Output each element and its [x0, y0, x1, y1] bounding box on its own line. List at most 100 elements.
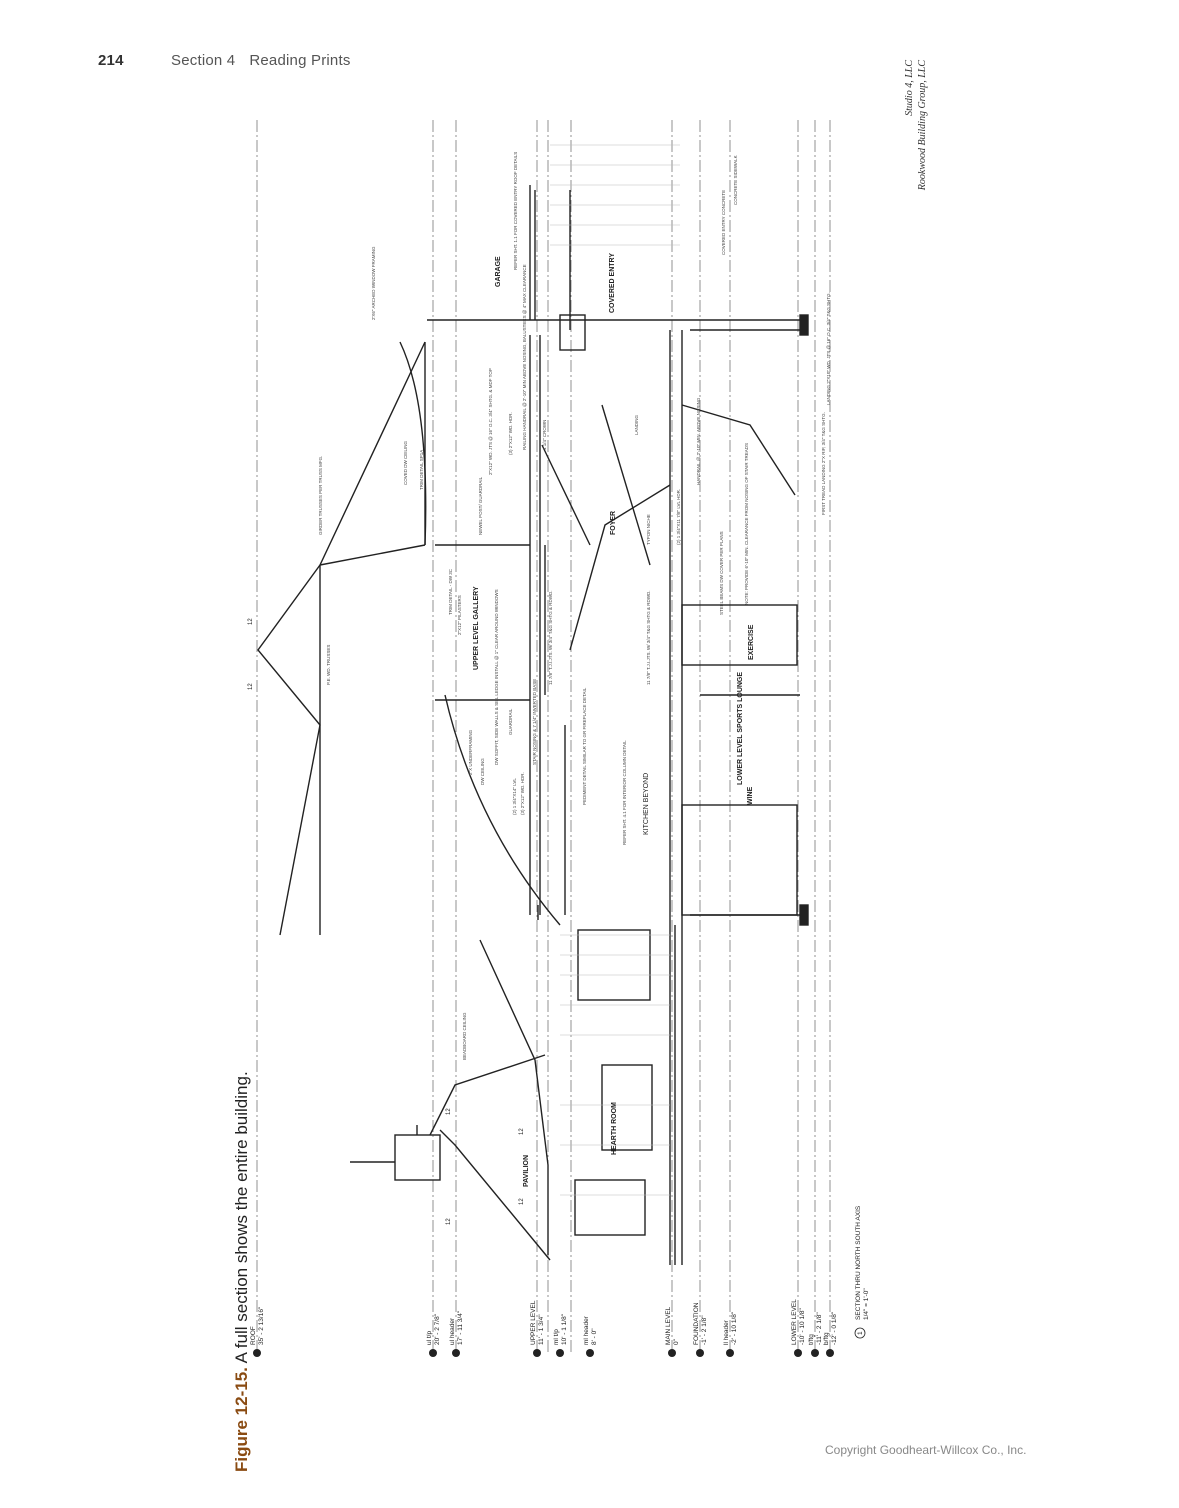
- note: HANDRAIL @ 2'-10" MIN. ABOVE NOSING: [696, 397, 701, 485]
- note: (3) 2"X12" WD. HDR.: [520, 772, 525, 815]
- level-ml-header: ml header 8' - 0": [583, 1315, 598, 1357]
- copyright-notice: Copyright Goodheart-Willcox Co., Inc.: [825, 1443, 1027, 1457]
- level-elevation: 0": [673, 1338, 680, 1345]
- note: STEEL BEAMS DW COVER PER PLANS: [719, 531, 724, 615]
- note: STAIR NOSING & 7 1/4" INVERTED BASE: [532, 679, 537, 765]
- level-name: ul t/p: [426, 1331, 433, 1345]
- level-foundation: FOUNDATION -1' - 2 1/8": [693, 1302, 708, 1357]
- level-name: FOUNDATION: [693, 1302, 700, 1345]
- caption-text: A full section shows the entire building…: [232, 1071, 251, 1368]
- room-foyer: FOYER: [610, 511, 617, 535]
- note: LANDING 2"X10" WD. JTS @ 16" O.C. 3/4" T…: [826, 292, 831, 405]
- level-name: ROOF: [250, 1326, 257, 1345]
- note: COVED DW CEILING: [403, 440, 408, 485]
- room-wine: WINE: [747, 786, 754, 805]
- level-elevation: -2' - 10 1/8": [731, 1311, 738, 1345]
- room-kitchen-beyond: KITCHEN BEYOND: [643, 773, 650, 835]
- note: 4 1/4" CROWN: [542, 420, 547, 450]
- callout-number: 1: [857, 1331, 864, 1335]
- level-name: ul header: [449, 1317, 456, 1345]
- level-elevation: -11' - 2 1/8": [816, 1312, 823, 1345]
- room-pavilion: PAVILION: [523, 1155, 530, 1187]
- level-b-ftg: b/ftg -12' - 0 1/8": [823, 1311, 838, 1357]
- level-lower-level: LOWER LEVEL -10' - 10 1/8": [791, 1299, 806, 1357]
- page-number: 214: [98, 52, 124, 69]
- level-elevation: -10' - 10 1/8": [799, 1308, 806, 1345]
- level-name: ml header: [583, 1315, 590, 1345]
- level-name: ml t/p: [553, 1329, 560, 1345]
- note: NOTE: PROVIDE 6'-10" MIN. CLEARANCE FROM…: [744, 443, 749, 605]
- note: GUARDRAIL: [508, 708, 513, 735]
- note: 2"X12" PILASTERS: [457, 595, 462, 635]
- note: (2) 1 3/4"X14" LVL: [512, 778, 517, 815]
- level-name: ll header: [723, 1319, 730, 1345]
- level-name: b/ftg: [823, 1332, 830, 1345]
- room-exercise: EXERCISE: [748, 624, 755, 660]
- note: TRIM DETAIL - DW 3C: [448, 568, 453, 615]
- note: 2"X UNDERFRAMING: [468, 729, 473, 775]
- level-t-ftg: t/ftg -11' - 2 1/8": [808, 1312, 823, 1357]
- note: NEWEL POST/ GUARDRAIL: [478, 476, 483, 535]
- note: TYPON NICHE: [646, 514, 651, 545]
- note: DW SOFFIT, SIDE WALLS & SILL LEDGE INSTA…: [494, 589, 499, 765]
- note: DW CEILING: [480, 758, 485, 785]
- level-name: UPPER LEVEL: [530, 1300, 537, 1345]
- level-elevation: 20' - 2 7/8": [434, 1313, 441, 1345]
- note: REFER SHT. 4.1 FOR INTERIOR COLUMN DETAI…: [622, 740, 627, 845]
- note: CONCRETE SIDEWALK: [733, 155, 738, 205]
- level-elevation: 35' - 2 13/16": [258, 1306, 265, 1345]
- level-elevation: 17' - 11 3/4": [457, 1310, 464, 1345]
- note: BEADBOARD CEILING: [462, 1012, 467, 1060]
- credit-line-2: Rookwood Building Group, LLC: [917, 60, 928, 191]
- room-lower-level-sports-lounge: LOWER LEVEL SPORTS LOUNGE: [737, 672, 744, 785]
- note: COVERED ENTRY CONCRETE: [721, 190, 726, 255]
- pitch-label: 12: [248, 683, 254, 690]
- image-credit: Studio 4, LLC Rookwood Building Group, L…: [903, 60, 929, 260]
- level-ml-tp: ml t/p 10' - 1 1/8": [553, 1313, 568, 1357]
- level-ll-header: ll header -2' - 10 1/8": [723, 1311, 738, 1357]
- pitch-label: 12: [519, 1198, 525, 1205]
- room-upper-level-gallery: UPPER LEVEL GALLERY: [473, 586, 480, 670]
- note: 11 7/8" T.J.I.JTS. W/ 3/4" T&G SHTG & RD…: [548, 591, 553, 685]
- level-elevation: 8' - 0": [591, 1328, 598, 1345]
- note: (2) 1 3/4"X11 7/8" LVL HDR.: [676, 489, 681, 545]
- level-roof: ROOF 35' - 2 13/16": [250, 1306, 265, 1357]
- note: FIRST TREAD LANDING 2"X RIP, 3/4" T&G SH…: [821, 412, 826, 515]
- room-garage: GARAGE: [495, 256, 502, 287]
- note: 2"X12" WD. JTS @ 16" O.C. 3/4" SHTG. & M…: [488, 368, 493, 475]
- building-section-drawing: GARAGE COVERED ENTRY FOYER UPPER LEVEL G…: [248, 120, 870, 1357]
- level-upper-level: UPPER LEVEL 11' - 1 3/4": [530, 1300, 545, 1357]
- credit-line-1: Studio 4, LLC: [904, 60, 915, 116]
- note: REFER SHT. 1.1 FOR COVERED ENTRY ROOF DE…: [513, 152, 518, 270]
- level-elevation: 10' - 1 1/8": [561, 1313, 568, 1345]
- note: TRIM DETAIL SP1A: [419, 450, 424, 490]
- note: (3) 2"X12" WD. HDR.: [508, 412, 513, 455]
- level-name: LOWER LEVEL: [791, 1299, 798, 1345]
- note: P.E. WD. TRUSSES: [326, 645, 331, 685]
- note: 11 7/8" T.J.I.JTS. W/ 3/4" T&G SHTG & RD…: [646, 591, 651, 685]
- note: 2'X6" ARCHED WINDOW FRAMING: [371, 246, 376, 320]
- level-elevation: 11' - 1 3/4": [538, 1314, 545, 1345]
- drawing-scale: 1/4" = 1'-0": [863, 1288, 870, 1320]
- section-title-block: 1 SECTION THRU NORTH SOUTH AXIS 1/4" = 1…: [854, 1205, 870, 1339]
- level-name: MAIN LEVEL: [665, 1306, 672, 1345]
- pitch-label: 12: [519, 1128, 525, 1135]
- level-main-level: MAIN LEVEL 0": [665, 1306, 680, 1357]
- room-hearth-room: HEARTH ROOM: [611, 1102, 618, 1155]
- note: PEDIMENT DETAIL SIMILAR TO GR FIREPLACE …: [582, 687, 587, 805]
- section-label: Section 4: [171, 52, 236, 69]
- level-elevation: -12' - 0 1/8": [831, 1311, 838, 1345]
- note: RAILING HANDRAIL @ 2'-10" MIN ABOVE NOSI…: [522, 264, 527, 450]
- note: GIRDER TRUSSES PER TRUSS MFG.: [318, 456, 323, 535]
- room-covered-entry: COVERED ENTRY: [609, 253, 616, 313]
- level-ul-tp: ul t/p 20' - 2 7/8": [426, 1313, 441, 1357]
- drawing-title: SECTION THRU NORTH SOUTH AXIS: [855, 1205, 862, 1320]
- level-elevation: -1' - 2 1/8": [701, 1315, 708, 1345]
- note: LANDING: [634, 414, 639, 435]
- pitch-label: 12: [446, 1108, 452, 1115]
- level-ul-header: ul header 17' - 11 3/4": [449, 1310, 464, 1357]
- pitch-label: 12: [446, 1218, 452, 1225]
- level-name: t/ftg: [808, 1334, 815, 1345]
